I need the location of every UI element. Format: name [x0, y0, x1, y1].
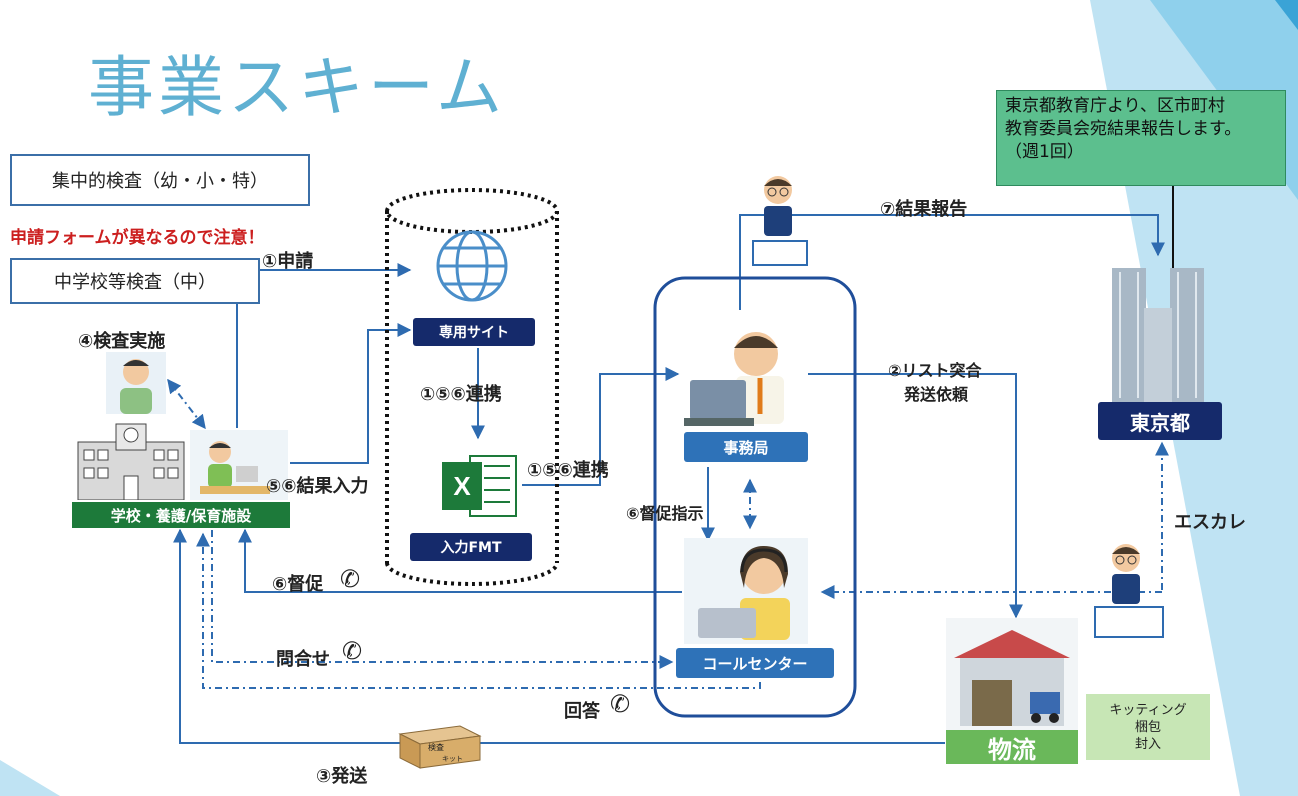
package-label-2: キット	[442, 755, 463, 763]
step-result-input: ⑤⑥結果入力	[266, 476, 369, 497]
kitting-line-1: キッティング	[1109, 702, 1187, 718]
package-label-1: 検査	[428, 743, 444, 752]
call-center-operator-illustration	[684, 538, 808, 644]
tokyo-label: 東京都	[1098, 402, 1222, 440]
step-result-report: ⑦結果報告	[880, 199, 968, 220]
svg-text:X: X	[453, 471, 471, 501]
note-line-3: （週1回）	[1005, 142, 1084, 162]
office-label: 事務局	[684, 432, 808, 462]
kitting-line-2: 梱包	[1134, 719, 1161, 735]
school-building-illustration	[76, 420, 186, 501]
school-staff-illustration	[190, 430, 288, 500]
step-urge: ⑥督促	[272, 574, 324, 595]
warning-text: 申請フォームが異なるので注意！	[10, 228, 265, 248]
tester-person-illustration	[106, 352, 166, 414]
excel-icon: X	[440, 448, 520, 524]
note-line-1: 東京都教育庁より、区市町村	[1005, 96, 1225, 116]
warehouse-illustration	[946, 618, 1078, 730]
manager-nameplate	[752, 240, 808, 266]
call-center-label: コールセンター	[676, 648, 834, 678]
escalation-nameplate	[1094, 606, 1164, 638]
globe-icon	[428, 226, 516, 310]
step-test: ④検査実施	[78, 331, 166, 352]
escalation-manager-illustration	[1100, 538, 1152, 606]
step-answer: 回答	[564, 701, 600, 722]
kitting-line-3: 封入	[1134, 736, 1161, 752]
step-apply: ①申請	[262, 251, 314, 272]
test-kit-package-illustration: 検査 キット	[396, 718, 484, 770]
tokyo-government-building-illustration	[1100, 262, 1214, 402]
phone-icon-answer: ✆	[610, 690, 631, 718]
intensive-test-box: 集中的検査（幼・小・特）	[10, 154, 310, 206]
step-escalate: エスカレ	[1174, 512, 1246, 533]
kitting-note: キッティング 梱包 封入	[1086, 694, 1210, 760]
note-line-2: 教育委員会宛結果報告します。	[1005, 119, 1242, 139]
step-ship: ③発送	[316, 766, 368, 787]
input-format-label: 入力FMT	[410, 533, 532, 561]
phone-icon-urge: ✆	[340, 565, 361, 593]
step-inquiry: 問合せ	[276, 649, 330, 670]
step-urge-order: ⑥督促指示	[626, 504, 704, 523]
manager-illustration	[752, 170, 804, 242]
tokyo-report-note: 東京都教育庁より、区市町村 教育委員会宛結果報告します。 （週1回）	[996, 90, 1286, 186]
page-title: 事業スキーム	[88, 49, 507, 126]
step-list-check-1: ②リスト突合	[888, 361, 982, 380]
logistics-label: 物流	[946, 730, 1078, 764]
school-label: 学校・養護/保育施設	[72, 502, 290, 528]
step-fmt-link: ①⑤⑥連携	[527, 460, 609, 481]
dedicated-site-label: 専用サイト	[413, 318, 535, 346]
step-list-check-2: 発送依頼	[904, 385, 969, 404]
office-worker-illustration	[684, 318, 808, 428]
phone-icon-inquiry: ✆	[342, 637, 363, 665]
middle-school-box: 中学校等検査（中）	[10, 258, 260, 304]
step-site-link: ①⑤⑥連携	[420, 384, 502, 405]
